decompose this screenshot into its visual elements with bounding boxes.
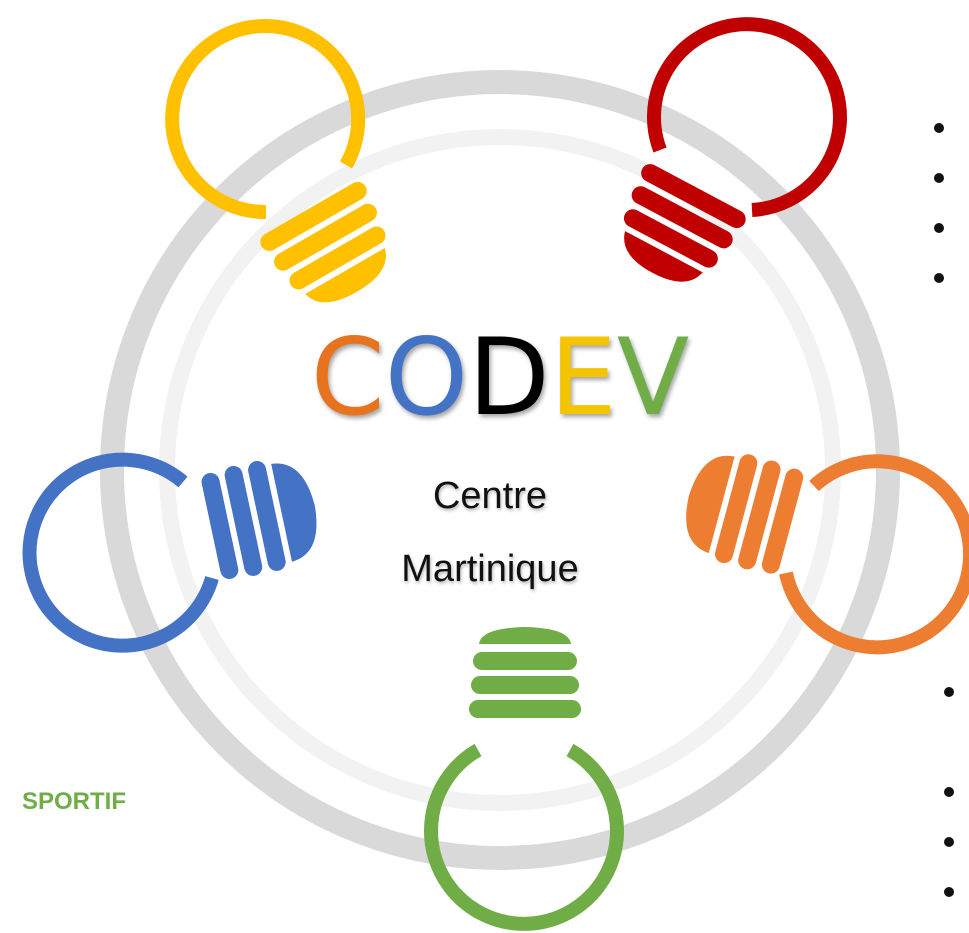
bullet-dot [934,223,944,233]
subtitle-line-1: Centre [432,475,548,517]
title-letter: D [468,316,550,439]
green-bulb-icon [424,627,624,931]
title-letter: E [549,316,617,439]
title-letter: C [310,316,385,439]
bullet-dot [944,837,954,847]
bullet-dot [934,173,944,183]
bullet-dot [944,687,954,697]
bullet-dot [934,273,944,283]
yellow-bulb-icon [165,19,386,303]
bullet-dot [944,787,954,797]
title-letter: O [384,316,469,439]
title-letter: V [616,316,690,439]
bullet-dot [934,123,944,133]
blue-bulb-icon [22,452,317,653]
codev-title: CODEV [250,325,750,431]
bullet-dot [944,887,954,897]
outer-ring [100,70,900,870]
orange-bulb-icon [686,454,969,655]
sportif-label: SPORTIF [22,788,127,815]
red-bulb-icon [623,17,847,282]
subtitle-line-2: Martinique [401,548,579,590]
